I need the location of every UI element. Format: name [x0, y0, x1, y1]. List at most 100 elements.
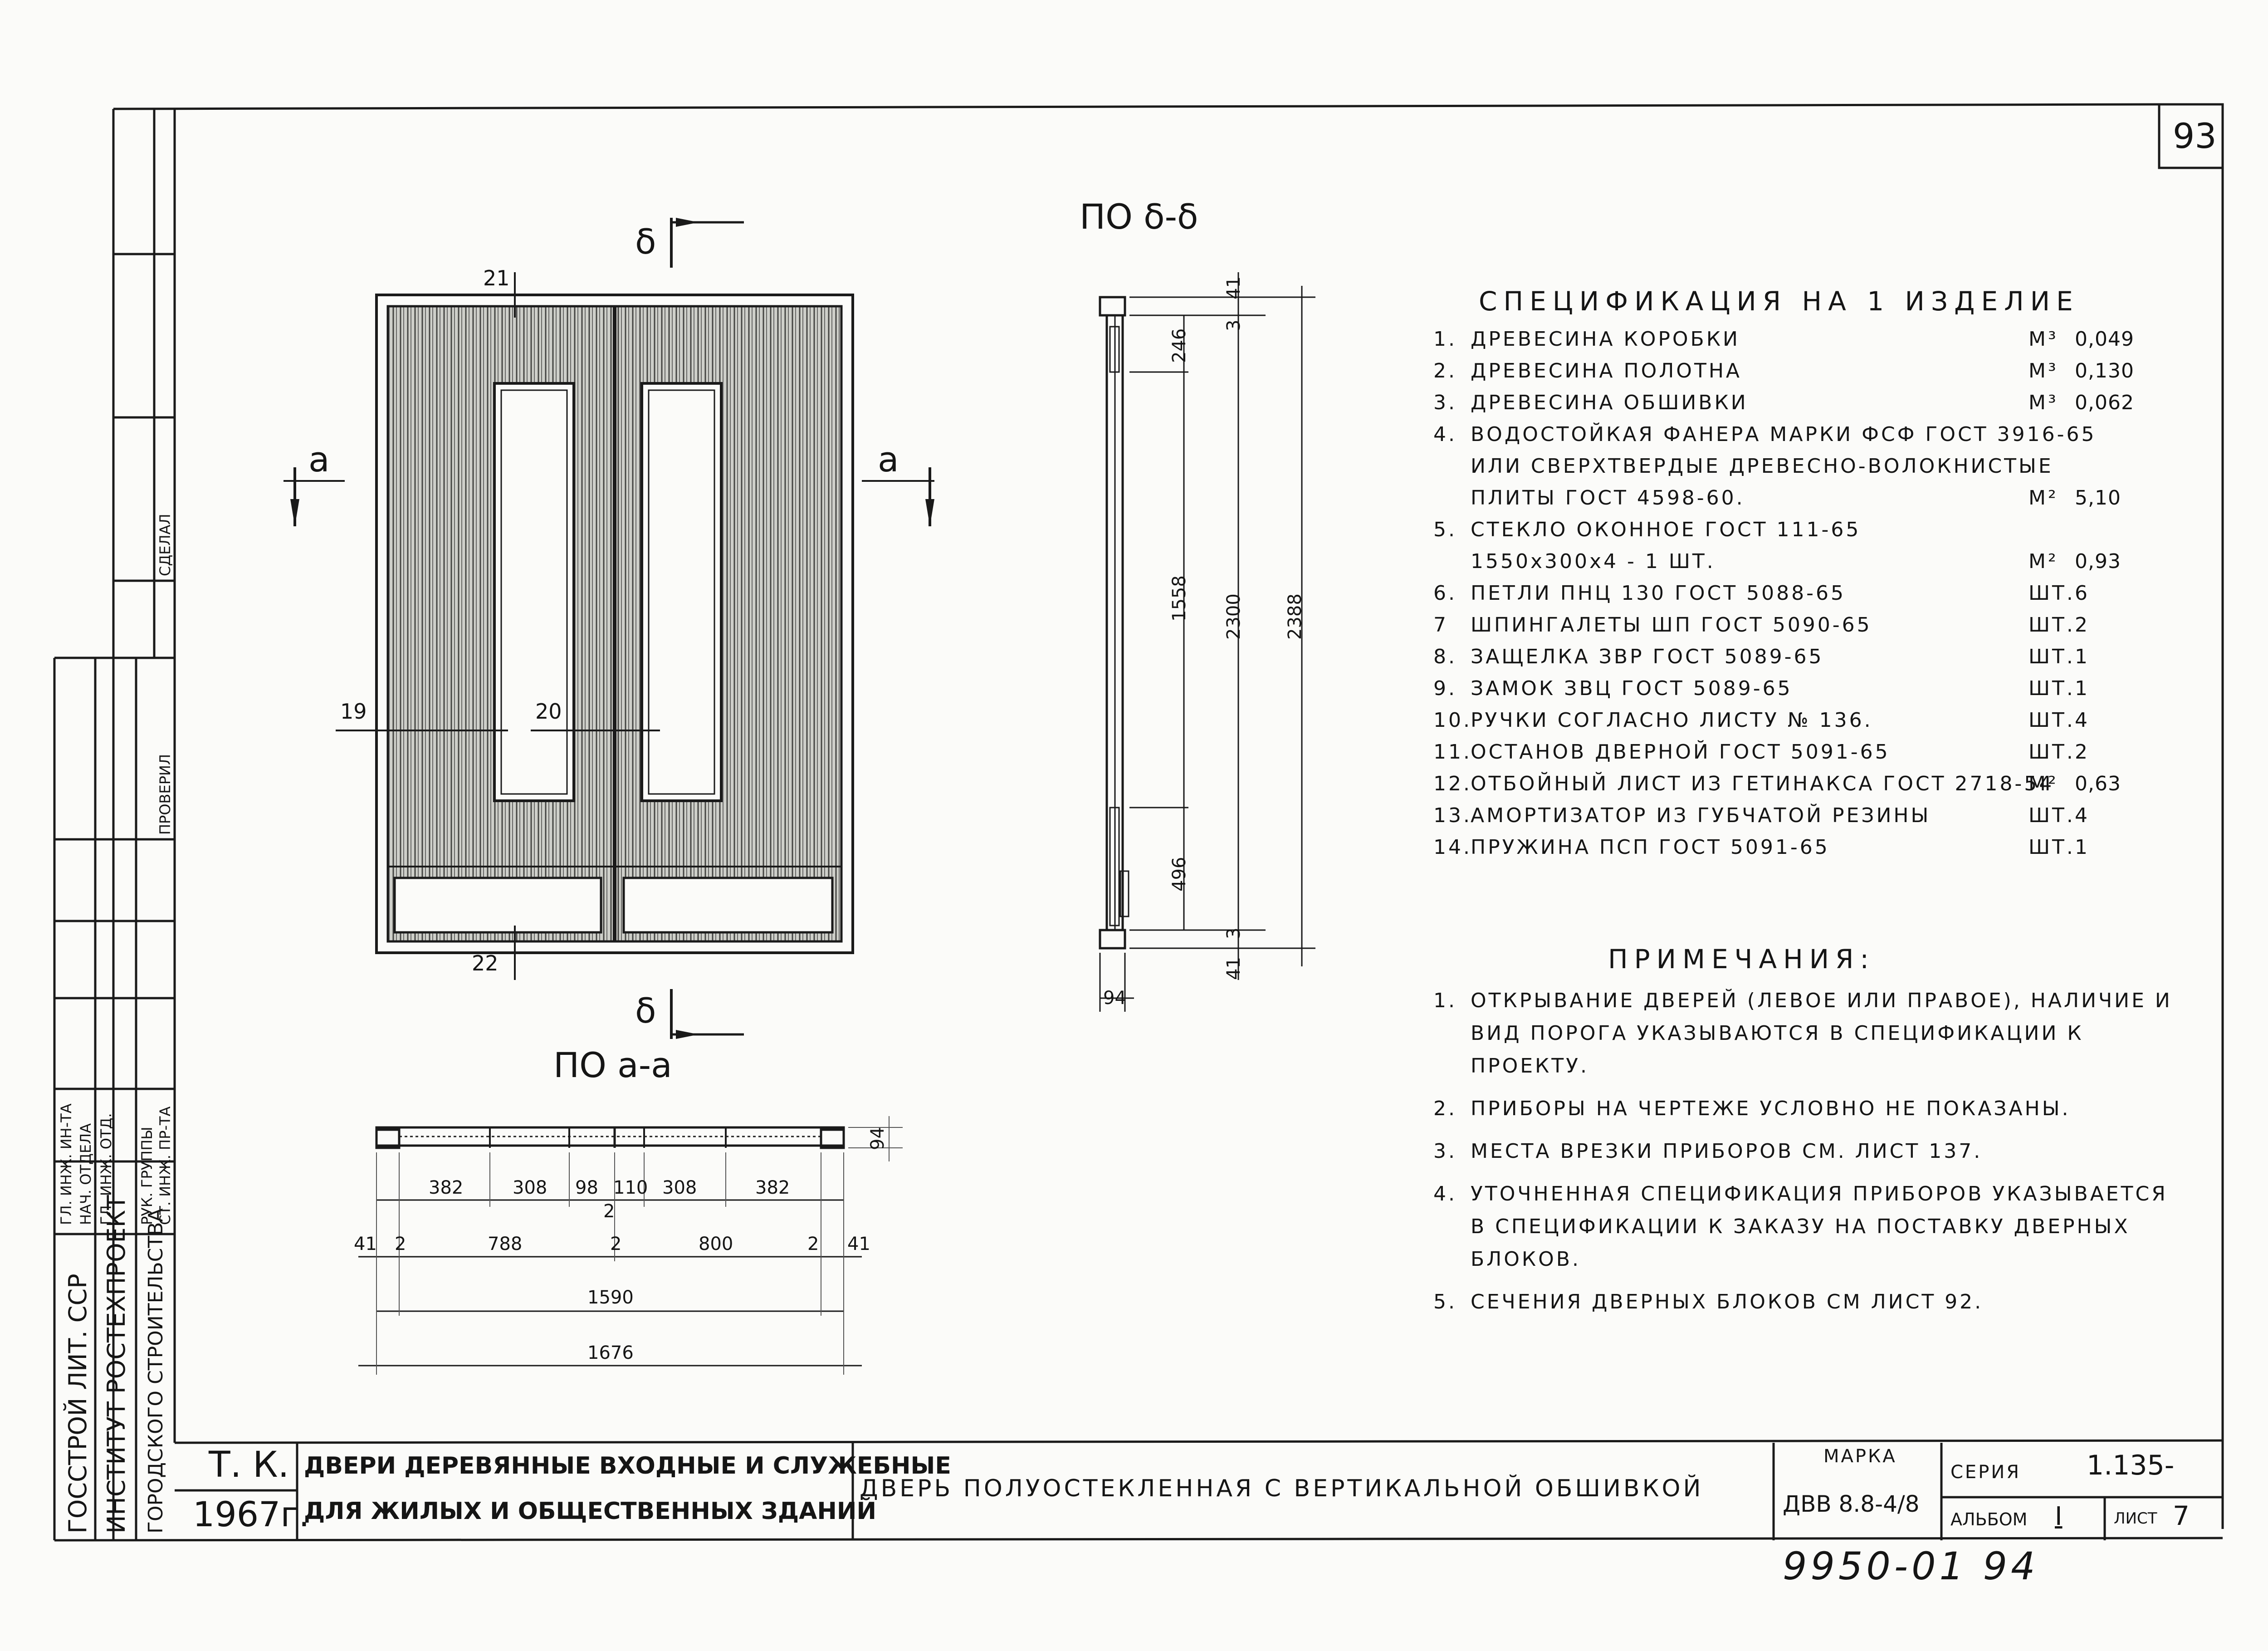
section-aa-drawing [358, 1116, 903, 1375]
spec-row-text: ПЕТЛИ ПНЦ 130 ГОСТ 5088-65 [1471, 582, 1846, 605]
spec-row-text: ОСТАНОВ ДВЕРНОЙ ГОСТ 5091-65 [1471, 740, 1890, 764]
marka-label: МАРКА [1823, 1446, 1897, 1467]
list-value: 7 [2173, 1500, 2190, 1531]
spec-row-number: 10. [1433, 709, 1472, 732]
spec-row-number: 5. [1433, 518, 1457, 541]
spec-row: 10.РУЧКИ СОГЛАСНО ЛИСТУ № 136.ШТ.4 [1433, 709, 2177, 740]
spec-row-qty: 1 [2075, 645, 2088, 668]
side-role-1: ГЛ. ИНЖ. ИН-ТА [58, 1103, 75, 1225]
spec-row-number: 7 [1433, 613, 1448, 637]
dim-788: 788 [488, 1234, 523, 1254]
frame-bottom [54, 1537, 2223, 1542]
dim-41-top: 41 [1223, 276, 1244, 299]
list-label: ЛИСТ [2114, 1509, 2157, 1528]
spec-row-text: ОТБОЙНЫЙ ЛИСТ ИЗ ГЕТИНАКСА ГОСТ 2718-54 [1471, 772, 2054, 795]
spec-row-text: ЗАЩЕЛКА ЗВР ГОСТ 5089-65 [1471, 645, 1824, 668]
glass-left [493, 382, 575, 802]
album-label: АЛЬБОМ [1950, 1509, 2028, 1529]
section-bb-drawing [1099, 272, 1315, 1012]
group-title-line1: ДВЕРИ ДЕРЕВЯННЫЕ ВХОДНЫЕ И СЛУЖЕБНЫЕ [304, 1452, 951, 1480]
dim-308-left: 308 [513, 1177, 547, 1198]
dim-2-right: 2 [807, 1234, 819, 1254]
spec-row-text: АМОРТИЗАТОР ИЗ ГУБЧАТОЙ РЕЗИНЫ [1471, 804, 1931, 827]
side-role-7: СДЕЛАЛ [156, 514, 174, 576]
dim-382-right: 382 [755, 1177, 790, 1198]
section-bb-label: ПО δ-δ [1080, 196, 1198, 237]
spec-row-number: 14. [1433, 836, 1472, 859]
spec-row-number: 1. [1433, 328, 1457, 351]
note-number: 4. [1433, 1182, 1457, 1205]
dim-2-mid: 2 [610, 1234, 622, 1254]
position-19: 19 [340, 699, 367, 724]
door-elevation [284, 218, 934, 1039]
spec-row-qty: 0,63 [2075, 772, 2121, 795]
spec-row-text: ДРЕВЕСИНА ОБШИВКИ [1471, 391, 1748, 414]
spec-row-unit: ШТ. [2028, 582, 2075, 605]
spec-row-unit: М² [2028, 772, 2058, 795]
spec-row-text: ИЛИ СВЕРХТВЕРДЫЕ ДРЕВЕСНО-ВОЛОКНИСТЫЕ [1471, 455, 2053, 478]
note-line: БЛОКОВ. [1471, 1248, 1581, 1271]
note-line: СЕЧЕНИЯ ДВЕРНЫХ БЛОКОВ СМ ЛИСТ 92. [1471, 1290, 1984, 1313]
spec-row: 4.ВОДОСТОЙКАЯ ФАНЕРА МАРКИ ФСФ ГОСТ 3916… [1433, 423, 2177, 455]
side-role-6: ПРОВЕРИЛ [156, 754, 174, 835]
dim-98: 98 [575, 1177, 598, 1198]
spec-row-unit: ШТ. [2028, 645, 2075, 668]
dim-110: 110 [613, 1177, 648, 1198]
dim-308-right: 308 [662, 1177, 697, 1198]
spec-row: 5.СТЕКЛО ОКОННОЕ ГОСТ 111-65 [1433, 518, 2177, 550]
spec-row-qty: 2 [2075, 613, 2088, 637]
dim-41-right: 41 [847, 1234, 870, 1254]
spec-row-number: 2. [1433, 359, 1457, 382]
spec-row-text: ЗАМОК ЗВЦ ГОСТ 5089-65 [1471, 677, 1793, 700]
spec-row-text: 1550х300х4 - 1 ШТ. [1471, 550, 1716, 573]
dim-94-bb: 94 [1103, 988, 1126, 1009]
note-line: В СПЕЦИФИКАЦИИ К ЗАКАЗУ НА ПОСТАВКУ ДВЕР… [1471, 1215, 2130, 1238]
spec-row-unit: ШТ. [2028, 836, 2075, 859]
spec-row-qty: 2 [2075, 740, 2088, 764]
side-role-5: СТ. ИНЖ. ПР-ТА [156, 1106, 174, 1225]
note-line: УТОЧНЕННАЯ СПЕЦИФИКАЦИЯ ПРИБОРОВ УКАЗЫВА… [1471, 1182, 2168, 1205]
cut-a-right-label: a [878, 439, 899, 480]
glass-right [640, 382, 723, 802]
note-line: МЕСТА ВРЕЗКИ ПРИБОРОВ СМ. ЛИСТ 137. [1471, 1140, 1983, 1163]
side-stamp-col3: ГОРОДСКОГО СТРОИТЕЛЬСТВА [144, 1208, 167, 1533]
note-number: 2. [1433, 1097, 1457, 1120]
section-aa-label: ПО a-a [553, 1045, 672, 1085]
side-role-4: РУК. ГРУППЫ [138, 1127, 156, 1225]
spec-row-unit: М² [2028, 486, 2058, 510]
note-number: 5. [1433, 1290, 1457, 1313]
note-number: 3. [1433, 1140, 1457, 1163]
dim-41-bottom: 41 [1223, 957, 1244, 980]
side-stamp-col1: ГОССТРОЙ ЛИТ. ССР [64, 1274, 92, 1533]
spec-row-unit: ШТ. [2028, 613, 2075, 637]
cut-b-top-label: δ [635, 221, 656, 262]
spec-row-unit: ШТ. [2028, 804, 2075, 827]
spec-row-number: 11. [1433, 740, 1472, 764]
spec-row-number: 3. [1433, 391, 1457, 414]
spec-row-text: ПРУЖИНА ПСП ГОСТ 5091-65 [1471, 836, 1830, 859]
marka-value: ДВВ 8.8-4/8 [1783, 1491, 1920, 1517]
seriya-value: 1.135- [2087, 1450, 2175, 1481]
year-label: 1967г. [193, 1494, 310, 1534]
spec-row-unit: М³ [2028, 328, 2058, 351]
group-title-line2: ДЛЯ ЖИЛЫХ И ОБЩЕСТВЕННЫХ ЗДАНИЙ [304, 1498, 876, 1525]
note-line: ОТКРЫВАНИЕ ДВЕРЕЙ (ЛЕВОЕ ИЛИ ПРАВОЕ), НА… [1471, 989, 2172, 1012]
spec-row-unit: ШТ. [2028, 740, 2075, 764]
dim-2-small: 2 [603, 1201, 615, 1222]
spec-row-qty: 4 [2075, 709, 2088, 732]
dim-2388: 2388 [1285, 593, 1305, 640]
spec-row-text: ДРЕВЕСИНА КОРОБКИ [1471, 328, 1740, 351]
spec-row-qty: 1 [2075, 836, 2088, 859]
spec-row-unit: М³ [2028, 359, 2058, 382]
dim-382-left: 382 [429, 1177, 464, 1198]
spec-row-number: 9. [1433, 677, 1457, 700]
cut-b-bottom-label: δ [635, 990, 656, 1031]
note-line: ПРОЕКТУ. [1471, 1054, 1589, 1078]
